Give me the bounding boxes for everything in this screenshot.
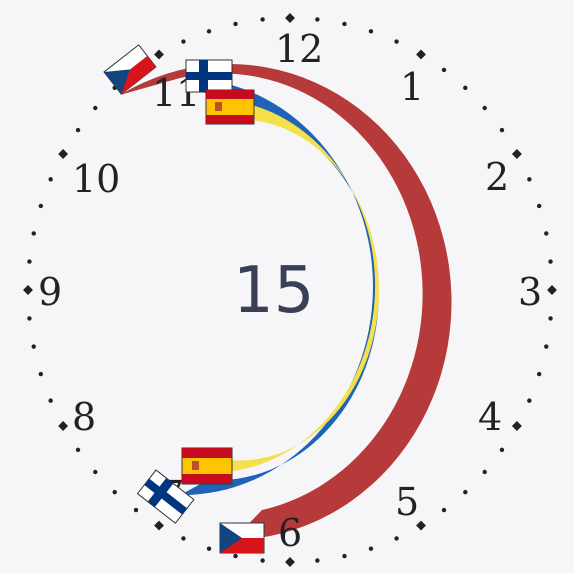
minute-dot: [206, 29, 212, 34]
minute-dot: [260, 17, 265, 22]
minute-dots: [23, 13, 557, 567]
hour-dot: [511, 421, 522, 431]
minute-dot: [93, 469, 98, 475]
minute-dot: [482, 105, 487, 111]
minute-dot: [536, 371, 542, 377]
minute-dot: [441, 507, 447, 513]
minute-dot: [536, 203, 542, 209]
minute-dot: [315, 17, 320, 22]
hour-dot: [416, 520, 426, 531]
minute-dot: [260, 558, 265, 563]
hour-label-12: 12: [275, 27, 323, 71]
minute-dot: [548, 259, 553, 264]
minute-dot: [544, 344, 549, 349]
hour-label-1: 1: [400, 65, 424, 109]
minute-dot: [48, 177, 53, 182]
minute-dot: [181, 39, 186, 44]
flag-czech-top: [103, 44, 157, 95]
minute-dot: [548, 316, 553, 321]
flag-finland-bottom: [136, 469, 195, 524]
minute-dot: [463, 489, 468, 495]
hour-dot: [58, 149, 69, 159]
minute-dot: [342, 21, 347, 27]
minute-dot: [233, 553, 238, 559]
minute-dot: [112, 489, 117, 495]
minute-dot: [527, 398, 532, 403]
hour-label-6: 6: [278, 511, 302, 555]
hour-label-2: 2: [485, 155, 509, 199]
minute-dot: [31, 344, 36, 349]
hour-label-3: 3: [518, 270, 542, 314]
minute-dot: [75, 447, 81, 453]
hour-dot: [416, 49, 426, 60]
flag-czech-bottom: [219, 522, 265, 554]
hour-dot: [23, 285, 33, 295]
hour-dot: [285, 557, 295, 567]
minute-dot: [206, 546, 212, 551]
minute-dot: [441, 67, 447, 73]
minute-dot: [394, 39, 399, 44]
hour-label-9: 9: [38, 270, 62, 314]
minute-dot: [38, 203, 44, 209]
hour-dot: [154, 520, 164, 531]
minute-dot: [463, 85, 468, 91]
minute-dot: [93, 105, 98, 111]
minute-dot: [133, 507, 139, 513]
hour-label-4: 4: [478, 395, 502, 439]
flag-spain-top: [205, 89, 255, 125]
minute-dot: [342, 553, 347, 559]
flag-spain-bottom: [181, 447, 233, 485]
flag-finland-top: [185, 59, 233, 93]
minute-dot: [181, 536, 186, 541]
minute-dot: [27, 316, 32, 321]
minute-dot: [368, 546, 374, 551]
minute-dot: [31, 231, 36, 236]
minute-dot: [27, 259, 32, 264]
minute-dot: [368, 29, 374, 34]
minute-dot: [48, 398, 53, 403]
hour-label-8: 8: [72, 395, 96, 439]
hour-dot: [58, 421, 69, 431]
minute-dot: [233, 21, 238, 27]
hour-dot: [511, 149, 522, 159]
minute-dot: [499, 127, 505, 133]
hour-dot: [154, 49, 164, 60]
hour-dot: [285, 13, 295, 23]
center-number: 15: [233, 254, 314, 328]
minute-dot: [499, 447, 505, 453]
hour-label-10: 10: [72, 157, 120, 201]
minute-dot: [75, 127, 81, 133]
hour-dot: [547, 285, 557, 295]
minute-dot: [394, 536, 399, 541]
minute-dot: [544, 231, 549, 236]
minute-dot: [527, 177, 532, 182]
hour-label-5: 5: [395, 480, 419, 524]
minute-dot: [38, 371, 44, 377]
minute-dot: [315, 558, 320, 563]
minute-dot: [482, 469, 487, 475]
